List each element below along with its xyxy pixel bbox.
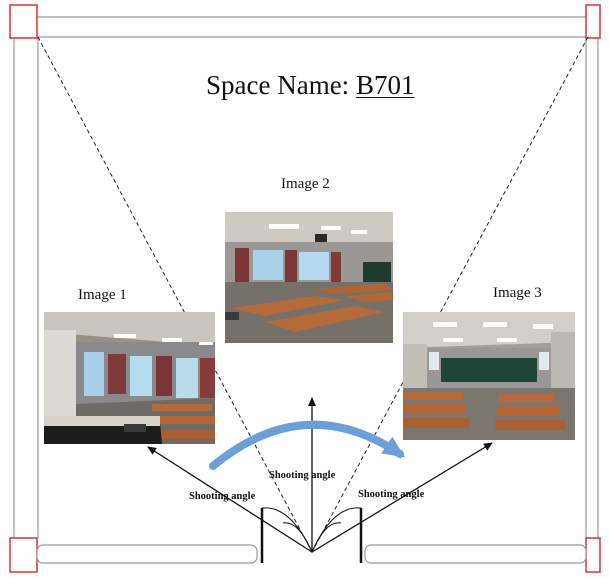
shooting-angle-right-label: Shooting angle: [358, 489, 425, 500]
column-top-right: [585, 4, 601, 39]
image-1-label: Image 1: [78, 287, 127, 303]
column-bottom-left: [9, 537, 38, 573]
shooting-arrow-right: [311, 442, 493, 553]
shooting-arrow-left: [147, 446, 313, 553]
image-2-photo: [225, 212, 393, 343]
image-3-photo: [403, 312, 575, 440]
fov-line-left: [37, 36, 313, 553]
bottom-wall-right: [364, 544, 587, 564]
image-1-photo: [44, 312, 215, 444]
image-3-label: Image 3: [493, 285, 542, 301]
column-top-left: [9, 4, 38, 39]
shooting-angle-left-label: Shooting angle: [189, 491, 256, 502]
shooting-angle-center-label: Shooting angle: [269, 470, 336, 481]
fov-line-right: [311, 36, 589, 553]
space-title: Space Name: B701: [206, 72, 414, 99]
image-2-label: Image 2: [281, 176, 330, 192]
panning-sweep-arrow: [209, 420, 405, 470]
space-title-prefix: Space Name:: [206, 70, 356, 100]
space-id: B701: [355, 70, 415, 100]
bottom-wall-left: [36, 544, 258, 564]
